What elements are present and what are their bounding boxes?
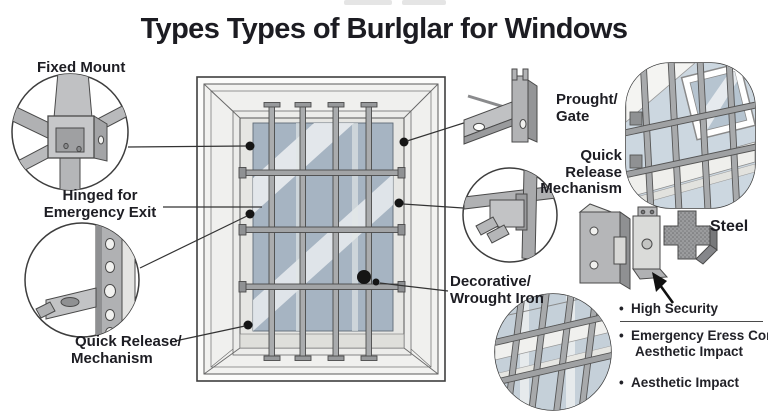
bullet-divider-line	[620, 321, 763, 322]
label-fixed-mount: Fixed Mount	[37, 59, 126, 76]
grille-closeup-rounded	[625, 62, 756, 209]
label-steel: Steel	[710, 218, 749, 235]
top-crop-smudge	[402, 0, 446, 5]
callout-lines	[127, 120, 471, 342]
bullet-glyph: •	[619, 301, 624, 316]
label-quick-release-left: Quick Release/ Mechanism	[71, 333, 182, 367]
top-crop-smudge	[344, 0, 392, 5]
horizontal-bars	[238, 167, 406, 293]
steel-plates	[578, 203, 718, 290]
diagram-title: Types Types of Burlglar for Windows	[140, 13, 628, 45]
window-illustration	[196, 76, 446, 382]
bullet-emergency-compliant: •Emergency Eress Compliant Aesthetic Imp…	[619, 328, 768, 359]
label-prought-gate: Prought/ Gate	[556, 91, 618, 125]
label-quick-release-right: Quick Release Mechanism	[540, 147, 622, 197]
callout-dots	[243, 137, 409, 330]
grille-closeup-circle	[494, 293, 612, 411]
prought-gate-bracket	[463, 68, 538, 145]
steel-arrow	[652, 272, 675, 304]
bullet-glyph: •	[619, 328, 624, 343]
bullet-high-security: •High Security	[619, 301, 719, 316]
window-glass	[239, 122, 405, 349]
label-decorative-wrought-iron: Decorative/ Wrought Iron	[450, 273, 544, 307]
fixed-mount-detail-circle	[11, 73, 129, 191]
quick-release-detail-circle	[462, 167, 558, 263]
frame-corner-lines	[203, 83, 439, 375]
bullet-glyph: •	[619, 375, 624, 390]
hinged-detail-circle	[24, 222, 140, 338]
bullet-aesthetic-impact: •Aesthetic Impact	[619, 375, 740, 390]
label-hinged-emergency-exit: Hinged for Emergency Exit	[43, 187, 157, 221]
